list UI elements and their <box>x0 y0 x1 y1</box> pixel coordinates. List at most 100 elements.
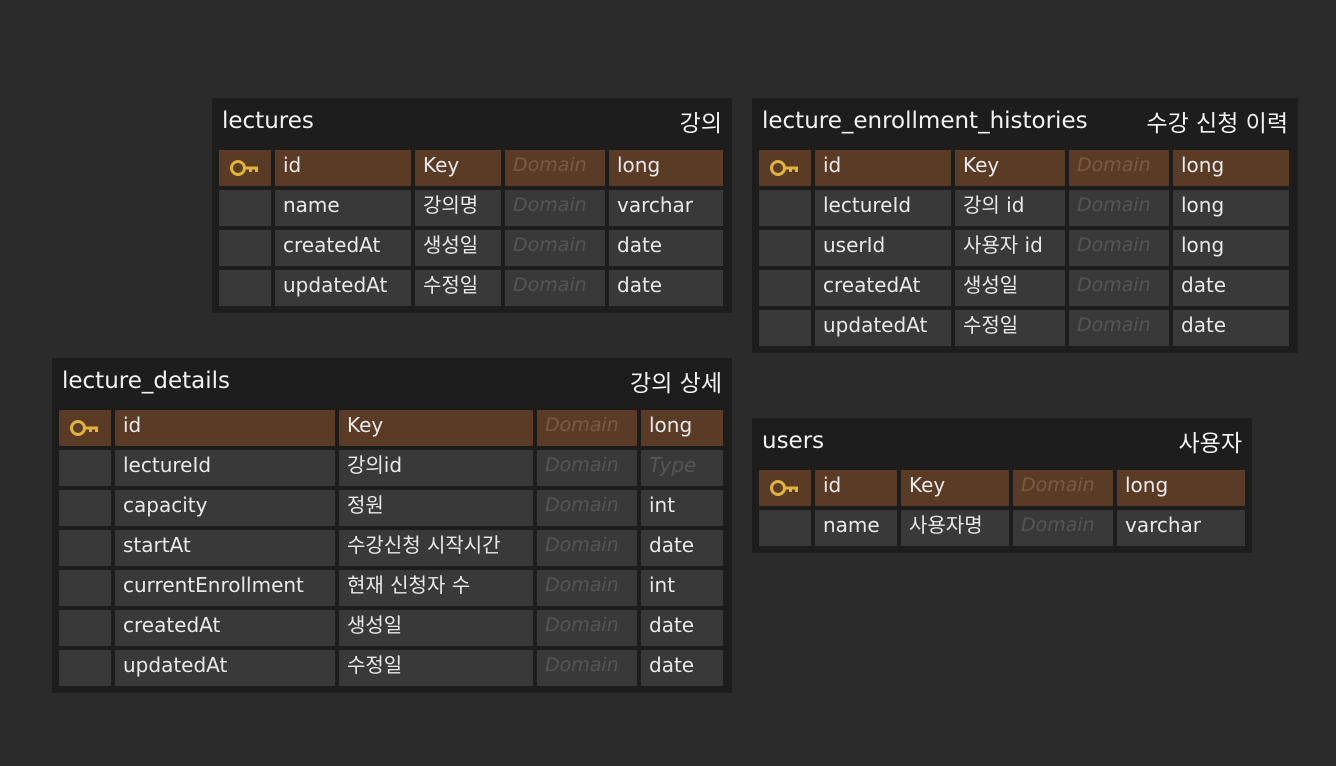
entity-header[interactable]: lecture_details 강의 상세 <box>52 358 732 404</box>
column-name[interactable]: id <box>815 470 897 506</box>
column-name[interactable]: id <box>115 410 335 446</box>
column-domain[interactable]: Domain <box>1013 470 1113 506</box>
column-logical-name[interactable]: Key <box>901 470 1009 506</box>
column-domain[interactable]: Domain <box>1069 270 1169 306</box>
column-type[interactable]: Type <box>641 450 723 486</box>
column-domain[interactable]: Domain <box>505 270 605 306</box>
column-name[interactable]: name <box>275 190 411 226</box>
column-type[interactable]: date <box>609 270 723 306</box>
column-type[interactable]: date <box>1173 270 1289 306</box>
column-logical-name[interactable]: 생성일 <box>415 230 501 266</box>
column-name[interactable]: currentEnrollment <box>115 570 335 606</box>
column-type[interactable]: long <box>1173 230 1289 266</box>
column-name[interactable]: updatedAt <box>115 650 335 686</box>
column-logical-name[interactable]: 강의명 <box>415 190 501 226</box>
column-logical-name[interactable]: Key <box>955 150 1065 186</box>
column-type[interactable]: long <box>1173 190 1289 226</box>
entity-header[interactable]: lectures 강의 <box>212 98 732 144</box>
column-name[interactable]: createdAt <box>275 230 411 266</box>
column-domain[interactable]: Domain <box>505 190 605 226</box>
column-domain[interactable]: Domain <box>537 610 637 646</box>
column-domain[interactable]: Domain <box>1069 190 1169 226</box>
column-type[interactable]: date <box>641 650 723 686</box>
column-type[interactable]: int <box>641 570 723 606</box>
column-domain[interactable]: Domain <box>537 450 637 486</box>
column-logical-name[interactable]: 사용자명 <box>901 510 1009 546</box>
column-domain[interactable]: Domain <box>1069 150 1169 186</box>
column-domain[interactable]: Domain <box>537 530 637 566</box>
column-logical-name[interactable]: 생성일 <box>955 270 1065 306</box>
key-cell <box>219 150 271 186</box>
column-name[interactable]: createdAt <box>815 270 951 306</box>
column-logical-name[interactable]: 현재 신청자 수 <box>339 570 533 606</box>
entity-lecture-enrollment-histories[interactable]: lecture_enrollment_histories 수강 신청 이력 id… <box>752 98 1298 353</box>
column-logical-name[interactable]: 강의id <box>339 450 533 486</box>
column-logical-name[interactable]: Key <box>339 410 533 446</box>
column-type[interactable]: varchar <box>609 190 723 226</box>
column-domain[interactable]: Domain <box>537 410 637 446</box>
column-logical-name[interactable]: 수강신청 시작시간 <box>339 530 533 566</box>
column-type[interactable]: date <box>1173 310 1289 346</box>
column-type[interactable]: date <box>641 530 723 566</box>
column-type[interactable]: date <box>641 610 723 646</box>
column-logical-name[interactable]: 수정일 <box>415 270 501 306</box>
column-name[interactable]: createdAt <box>115 610 335 646</box>
entity-header[interactable]: lecture_enrollment_histories 수강 신청 이력 <box>752 98 1298 144</box>
column-name[interactable]: updatedAt <box>815 310 951 346</box>
column-logical-name[interactable]: 수정일 <box>955 310 1065 346</box>
column-logical-name[interactable]: 사용자 id <box>955 230 1065 266</box>
entity-header[interactable]: users 사용자 <box>752 418 1252 464</box>
column-type[interactable]: long <box>609 150 723 186</box>
column-name[interactable]: userId <box>815 230 951 266</box>
column-domain[interactable]: Domain <box>537 490 637 526</box>
column-name[interactable]: id <box>275 150 411 186</box>
column-type[interactable]: long <box>1117 470 1245 506</box>
column-name[interactable]: capacity <box>115 490 335 526</box>
column-name[interactable]: startAt <box>115 530 335 566</box>
column-domain[interactable]: Domain <box>537 650 637 686</box>
column-name[interactable]: name <box>815 510 897 546</box>
column-domain[interactable]: Domain <box>1013 510 1113 546</box>
column-logical-name[interactable]: 생성일 <box>339 610 533 646</box>
column-name[interactable]: lectureId <box>115 450 335 486</box>
column-name[interactable]: id <box>815 150 951 186</box>
column-name[interactable]: lectureId <box>815 190 951 226</box>
column-logical-name[interactable]: 정원 <box>339 490 533 526</box>
column-type[interactable]: long <box>1173 150 1289 186</box>
column-type[interactable]: varchar <box>1117 510 1245 546</box>
column-type[interactable]: int <box>641 490 723 526</box>
column-type[interactable]: long <box>641 410 723 446</box>
column-domain[interactable]: Domain <box>537 570 637 606</box>
column-domain[interactable]: Domain <box>505 230 605 266</box>
column-domain[interactable]: Domain <box>505 150 605 186</box>
column-logical-name[interactable]: 수정일 <box>339 650 533 686</box>
column-type[interactable]: date <box>609 230 723 266</box>
column-logical-name[interactable]: 강의 id <box>955 190 1065 226</box>
column-name[interactable]: updatedAt <box>275 270 411 306</box>
column-domain[interactable]: Domain <box>1069 230 1169 266</box>
column-logical-name[interactable]: Key <box>415 150 501 186</box>
column-domain[interactable]: Domain <box>1069 310 1169 346</box>
